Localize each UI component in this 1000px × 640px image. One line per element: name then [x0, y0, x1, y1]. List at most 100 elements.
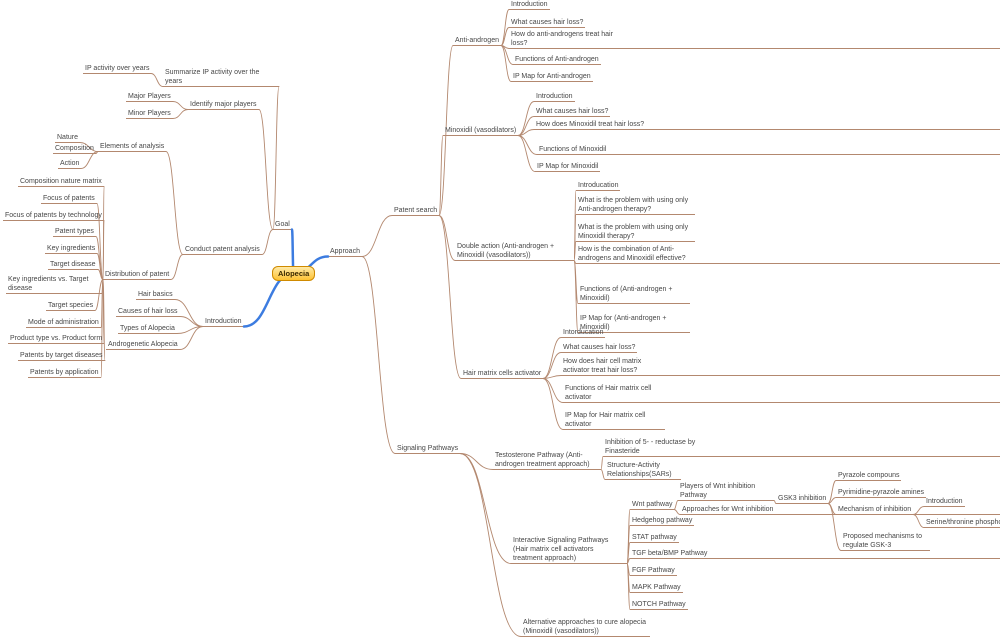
- mindmap-node-ip-map-for-anti-androgen[interactable]: IP Map for Anti-androgen: [513, 73, 591, 80]
- mindmap-node-minoxidil-what-causes-hair-loss[interactable]: What causes hair loss?: [536, 108, 609, 115]
- mindmap-node-approach[interactable]: Approach: [330, 248, 360, 255]
- mindmap-node-combination-effectiveness[interactable]: How is the combination of Anti-androgens…: [578, 246, 686, 262]
- mindmap-node-anti-androgen-what-causes-hair-loss[interactable]: What causes hair loss?: [511, 19, 584, 26]
- mindmap-node-androgenetic-alopecia[interactable]: Androgenetic Alopecia: [108, 341, 178, 348]
- mindmap-node-double-action-introducation[interactable]: Introducation: [578, 182, 619, 189]
- mindmap-edge: [542, 337, 562, 379]
- mindmap-node-signaling-pathways[interactable]: Signaling Pathways: [397, 445, 459, 452]
- mindmap-edge: [150, 73, 164, 87]
- mindmap-edge: [500, 27, 510, 46]
- mindmap-node-structure-activity-relationships-sars[interactable]: Structure-Activity Relationships(SARs): [607, 462, 672, 478]
- mindmap-node-elements-of-analysis[interactable]: Elements of analysis: [100, 143, 165, 150]
- mindmap-node-pyrazole-compouns[interactable]: Pyrazole compouns: [838, 472, 900, 479]
- mindmap-node-nature[interactable]: Nature: [57, 134, 79, 141]
- mindmap-edge: [912, 506, 925, 515]
- mindmap-node-ip-activity-over-years[interactable]: IP activity over years: [85, 65, 150, 72]
- mindmap-node-identify-major-players[interactable]: Identify major players: [190, 101, 257, 108]
- mindmap-node-minor-players[interactable]: Minor Players: [128, 110, 171, 117]
- mindmap-node-double-action[interactable]: Double action (Anti-androgen + Minoxidil…: [457, 243, 555, 259]
- mindmap-edge: [626, 563, 631, 610]
- mindmap-edge: [600, 469, 606, 480]
- mindmap-node-fgf-pathway[interactable]: FGF Pathway: [632, 567, 675, 574]
- mindmap-edge: [542, 378, 564, 403]
- mindmap-node-problem-with-minoxidil-only[interactable]: What is the problem with using only Mino…: [578, 224, 689, 240]
- mindmap-node-serine-thronine-phosphorylation[interactable]: Serine/thronine phosphorylation: [926, 519, 1000, 526]
- mindmap-node-alternative-approaches-to-cure-alopecia[interactable]: Alternative approaches to cure alopecia …: [523, 619, 646, 635]
- mindmap-node-action[interactable]: Action: [60, 160, 80, 167]
- mindmap-node-patent-search[interactable]: Patent search: [394, 207, 438, 214]
- mindmap-node-target-species[interactable]: Target species: [48, 302, 94, 309]
- mindmap-node-distribution-of-patent[interactable]: Distribution of patent: [105, 271, 170, 278]
- mindmap-node-stat-pathway[interactable]: STAT pathway: [632, 534, 677, 541]
- mindmap-node-approaches-for-wnt-inhibition[interactable]: Approaches for Wnt inhibition: [682, 506, 774, 513]
- mindmap-node-functions-of-minoxidil[interactable]: Functions of Minoxidil: [539, 146, 607, 153]
- mindmap-node-functions-of-anti-androgen[interactable]: Functions of Anti-androgen: [515, 56, 599, 63]
- mindmap-node-mechanism-of-inhibition[interactable]: Mechanism of inhibition: [838, 506, 912, 513]
- mindmap-node-functions-of-hair-matrix-cell-activator[interactable]: Functions of Hair matrix cell activator: [565, 385, 652, 401]
- mindmap-node-wnt-pathway[interactable]: Wnt pathway: [632, 501, 673, 508]
- mindmap-node-key-ingredients[interactable]: Key ingredients: [47, 245, 96, 252]
- mindmap-node-inhibition-of-5-reductase-by-finasteride[interactable]: Inhibition of 5- - reductase by Finaster…: [605, 439, 696, 455]
- mindmap-node-mapk-pathway[interactable]: MAPK Pathway: [632, 584, 681, 591]
- mindmap-node-patents-by-application[interactable]: Patents by application: [30, 369, 99, 376]
- mindmap-node-types-of-alopecia[interactable]: Types of Alopecia: [120, 325, 175, 332]
- mindmap-node-how-does-minoxidil-treat-hair-loss[interactable]: How does Minoxidil treat hair loss?: [536, 121, 645, 128]
- mindmap-node-notch-pathway[interactable]: NOTCH Pathway: [632, 601, 686, 608]
- mindmap-node-how-does-hair-cell-matrix-activator-treat-hair-loss[interactable]: How does hair cell matrix activator trea…: [563, 358, 642, 374]
- mindmap-node-ip-map-for-combination[interactable]: IP Map for (Anti-androgen + Minoxidil): [580, 315, 667, 331]
- mindmap-node-hair-matrix-cells-activator[interactable]: Hair matrix cells activator: [463, 370, 542, 377]
- mindmap-node-focus-of-patents[interactable]: Focus of patents: [43, 195, 95, 202]
- mindmap-edge: [438, 215, 462, 379]
- mindmap-node-players-of-wnt-inhibition-pathway[interactable]: Players of Wnt inhibition Pathway: [680, 483, 756, 499]
- mindmap-node-testosterone-pathway[interactable]: Testosterone Pathway (Anti-androgen trea…: [495, 452, 590, 468]
- mindmap-node-patents-by-target-diseases[interactable]: Patents by target diseases: [20, 352, 103, 359]
- mindmap-node-minoxidil-introduction[interactable]: Introduction: [536, 93, 573, 100]
- mindmap-node-interactive-signaling-pathways[interactable]: Interactive Signaling Pathways (Hair mat…: [513, 537, 609, 562]
- mindmap-edge: [542, 378, 564, 430]
- mindmap-node-anti-androgen[interactable]: Anti-androgen: [455, 37, 499, 44]
- mindmap-edge: [517, 101, 535, 136]
- mindmap-node-summarize-ip-activity[interactable]: Summarize IP activity over the years: [165, 69, 260, 85]
- mindmap-node-gsk3-inhibition[interactable]: GSK3 inhibition: [778, 495, 827, 502]
- mindmap-node-ip-map-for-minoxidil[interactable]: IP Map for Minoxidil: [537, 163, 599, 170]
- mindmap-edge: [170, 254, 184, 280]
- mindmap-root-node[interactable]: Alopecia: [272, 266, 316, 281]
- mindmap-node-hair-basics[interactable]: Hair basics: [138, 291, 173, 298]
- mindmap-node-focus-of-patents-by-technology[interactable]: Focus of patents by technology: [5, 212, 102, 219]
- mindmap-node-target-disease[interactable]: Target disease: [50, 261, 96, 268]
- mindmap-edge: [573, 260, 579, 333]
- mindmap-edge: [773, 500, 777, 504]
- mindmap-edge: [438, 45, 454, 216]
- mindmap-node-anti-androgen-introduction[interactable]: Introduction: [511, 1, 548, 8]
- mindmap-node-product-type-vs-product-form[interactable]: Product type vs. Product form: [10, 335, 103, 342]
- mindmap-edge: [459, 453, 494, 470]
- mindmap-node-conduct-patent-analysis[interactable]: Conduct patent analysis: [185, 246, 260, 253]
- mindmap-node-hedgehog-pathway[interactable]: Hedgehog pathway: [632, 517, 693, 524]
- mindmap-node-tgf-beta-bmp-pathway[interactable]: TGF beta/BMP Pathway: [632, 550, 708, 557]
- mindmap-node-causes-of-hair-loss[interactable]: Causes of hair loss: [118, 308, 178, 315]
- mindmap-node-major-players[interactable]: Major Players: [128, 93, 171, 100]
- mindmap-edge: [102, 279, 106, 361]
- mindmap-edge: [438, 135, 444, 216]
- mindmap-node-how-do-anti-androgens-treat-hair-loss[interactable]: How do anti-androgens treat hair loss?: [511, 31, 613, 47]
- mindmap-node-goal[interactable]: Goal: [275, 221, 290, 228]
- mindmap-node-proposed-mechanisms-to-regulate-gsk-3[interactable]: Proposed mechanisms to regulate GSK-3: [843, 533, 922, 549]
- mindmap-node-ip-map-for-hair-matrix-cell-activator[interactable]: IP Map for Hair matrix cell activator: [565, 412, 646, 428]
- mindmap-edge: [459, 453, 512, 564]
- mindmap-edge: [600, 456, 604, 470]
- mindmap-node-problem-with-anti-androgen-only[interactable]: What is the problem with using only Anti…: [578, 197, 689, 213]
- mindmap-node-composition[interactable]: Composition: [55, 145, 94, 152]
- mindmap-node-minoxidil-vasodilators[interactable]: Minoxidil (vasodilators): [445, 127, 517, 134]
- mindmap-node-hair-matrix-what-causes-hair-loss[interactable]: What causes hair loss?: [563, 344, 636, 351]
- mindmap-node-key-ingredients-vs-target-disease[interactable]: Key ingredients vs. Target disease: [8, 276, 89, 292]
- mindmap-node-mechanism-introduction[interactable]: Introduction: [926, 498, 963, 505]
- mindmap-node-composition-nature-matrix[interactable]: Composition nature matrix: [20, 178, 102, 185]
- mindmap-node-pyrimidine-pyrazole-amines[interactable]: Pyrimidine-pyrazole amines: [838, 489, 924, 496]
- mindmap-node-mode-of-administration[interactable]: Mode of administration: [28, 319, 99, 326]
- mindmap-node-functions-of-combination[interactable]: Functions of (Anti-androgen + Minoxidil): [580, 286, 673, 302]
- mindmap-node-introduction[interactable]: Introduction: [205, 318, 242, 325]
- mindmap-edge: [261, 229, 274, 255]
- mindmap-node-hair-matrix-intorducation[interactable]: Intorducation: [563, 329, 604, 336]
- mindmap-edge: [517, 135, 536, 172]
- mindmap-node-patent-types[interactable]: Patent types: [55, 228, 94, 235]
